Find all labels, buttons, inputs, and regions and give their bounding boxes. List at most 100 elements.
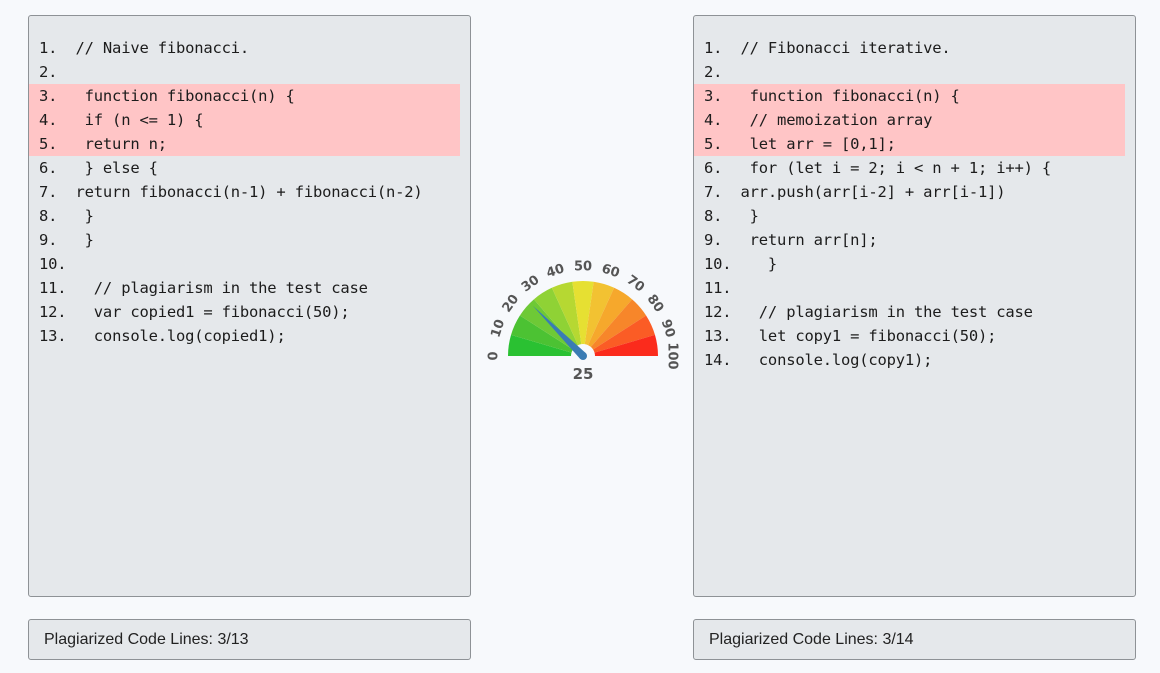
line-code: return arr[n]; — [740, 231, 878, 249]
gauge-segment — [587, 287, 633, 347]
code-line: 8. } — [694, 204, 1125, 228]
code-line: 7. arr.push(arr[i-2] + arr[i-1]) — [694, 180, 1125, 204]
line-code: console.log(copied1); — [84, 327, 286, 345]
line-number: 4. — [39, 111, 58, 129]
code-line: 11. — [694, 276, 1125, 300]
gauge-tick-label: 10 — [488, 318, 508, 340]
code-line: 1. // Naive fibonacci. — [29, 36, 460, 60]
line-number: 6. — [39, 159, 58, 177]
line-number: 13. — [39, 327, 67, 345]
line-number: 11. — [704, 279, 732, 297]
line-number: 14. — [704, 351, 732, 369]
gauge-needle — [532, 305, 587, 360]
code-line: 12. // plagiarism in the test case — [694, 300, 1125, 324]
line-number: 8. — [704, 207, 723, 225]
line-number: 6. — [704, 159, 723, 177]
code-line: 12. var copied1 = fibonacci(50); — [29, 300, 460, 324]
line-code: } else { — [75, 159, 158, 177]
line-code: // memoization array — [740, 111, 933, 129]
code-line: 14. console.log(copy1); — [694, 348, 1125, 372]
code-line: 4. // memoization array — [694, 108, 1125, 132]
gauge-segment — [572, 281, 594, 345]
line-code: } — [75, 207, 94, 225]
code-line: 2. — [694, 60, 1125, 84]
code-line: 3. function fibonacci(n) { — [29, 84, 460, 108]
line-number: 4. — [704, 111, 723, 129]
line-number: 1. — [39, 39, 58, 57]
line-code: return fibonacci(n-1) + fibonacci(n-2) — [75, 183, 423, 201]
line-number: 7. — [704, 183, 723, 201]
line-code: console.log(copy1); — [749, 351, 933, 369]
line-number: 12. — [39, 303, 67, 321]
line-code: } — [749, 255, 778, 273]
line-number: 8. — [39, 207, 58, 225]
gauge-segment — [533, 287, 579, 347]
code-line: 11. // plagiarism in the test case — [29, 276, 460, 300]
line-code: } — [740, 207, 759, 225]
gauge-tick-label: 70 — [624, 273, 647, 296]
line-number: 10. — [704, 255, 732, 273]
code-line: 9. } — [29, 228, 460, 252]
line-number: 2. — [704, 63, 723, 81]
gauge-needle-pointer — [532, 305, 586, 359]
left-plagiarized-lines-summary: Plagiarized Code Lines: 3/13 — [28, 619, 471, 660]
line-code: // plagiarism in the test case — [84, 279, 368, 297]
line-code: function fibonacci(n) { — [75, 87, 295, 105]
code-line: 10. } — [694, 252, 1125, 276]
line-number: 9. — [39, 231, 58, 249]
line-number: 7. — [39, 183, 58, 201]
line-number: 10. — [39, 255, 67, 273]
gauge-tick-label: 90 — [658, 318, 678, 340]
gauge-tick-label: 20 — [500, 292, 523, 315]
line-number: 3. — [39, 87, 58, 105]
gauge-segment — [551, 281, 582, 346]
gauge-segment — [511, 315, 573, 353]
line-code: for (let i = 2; i < n + 1; i++) { — [740, 159, 1052, 177]
left-code-panel: 1. // Naive fibonacci.2. 3. function fib… — [28, 15, 471, 597]
code-line: 8. } — [29, 204, 460, 228]
gauge-tick-label: 40 — [545, 261, 567, 281]
code-line: 9. return arr[n]; — [694, 228, 1125, 252]
right-plagiarized-lines-summary: Plagiarized Code Lines: 3/14 — [693, 619, 1136, 660]
line-number: 9. — [704, 231, 723, 249]
gauge-tick-label: 30 — [519, 273, 542, 296]
line-code: // Fibonacci iterative. — [740, 39, 951, 57]
gauge-segment — [593, 315, 655, 353]
line-code: let copy1 = fibonacci(50); — [749, 327, 997, 345]
gauge-tick-label: 100 — [665, 342, 680, 369]
line-code: let arr = [0,1]; — [740, 135, 896, 153]
code-line: 13. console.log(copied1); — [29, 324, 460, 348]
line-code: function fibonacci(n) { — [740, 87, 960, 105]
code-line: 3. function fibonacci(n) { — [694, 84, 1125, 108]
line-number: 1. — [704, 39, 723, 57]
gauge-segment — [594, 334, 658, 356]
gauge-segment — [508, 334, 572, 356]
gauge-value: 25 — [573, 365, 594, 383]
line-number: 13. — [704, 327, 732, 345]
code-line: 2. — [29, 60, 460, 84]
line-number: 11. — [39, 279, 67, 297]
code-line: 5. let arr = [0,1]; — [694, 132, 1125, 156]
code-line: 13. let copy1 = fibonacci(50); — [694, 324, 1125, 348]
code-line: 6. for (let i = 2; i < n + 1; i++) { — [694, 156, 1125, 180]
line-code: } — [75, 231, 94, 249]
line-code: return n; — [75, 135, 167, 153]
gauge-segment — [590, 299, 647, 350]
gauge-needle-hub — [579, 352, 587, 360]
code-line: 7. return fibonacci(n-1) + fibonacci(n-2… — [29, 180, 460, 204]
gauge-tick-label: 0 — [487, 351, 502, 360]
gauge-tick-label: 50 — [574, 260, 592, 275]
gauge-segment — [584, 281, 615, 346]
right-code-panel: 1. // Fibonacci iterative. 2. 3. function… — [693, 15, 1136, 597]
line-code: if (n <= 1) { — [75, 111, 204, 129]
code-line: 1. // Fibonacci iterative. — [694, 36, 1125, 60]
gauge-tick-label: 60 — [600, 261, 622, 281]
line-code: // plagiarism in the test case — [749, 303, 1033, 321]
line-code: var copied1 = fibonacci(50); — [84, 303, 350, 321]
line-code: arr.push(arr[i-2] + arr[i-1]) — [740, 183, 1006, 201]
line-number: 5. — [704, 135, 723, 153]
line-number: 3. — [704, 87, 723, 105]
code-line: 6. } else { — [29, 156, 460, 180]
code-line: 5. return n; — [29, 132, 460, 156]
